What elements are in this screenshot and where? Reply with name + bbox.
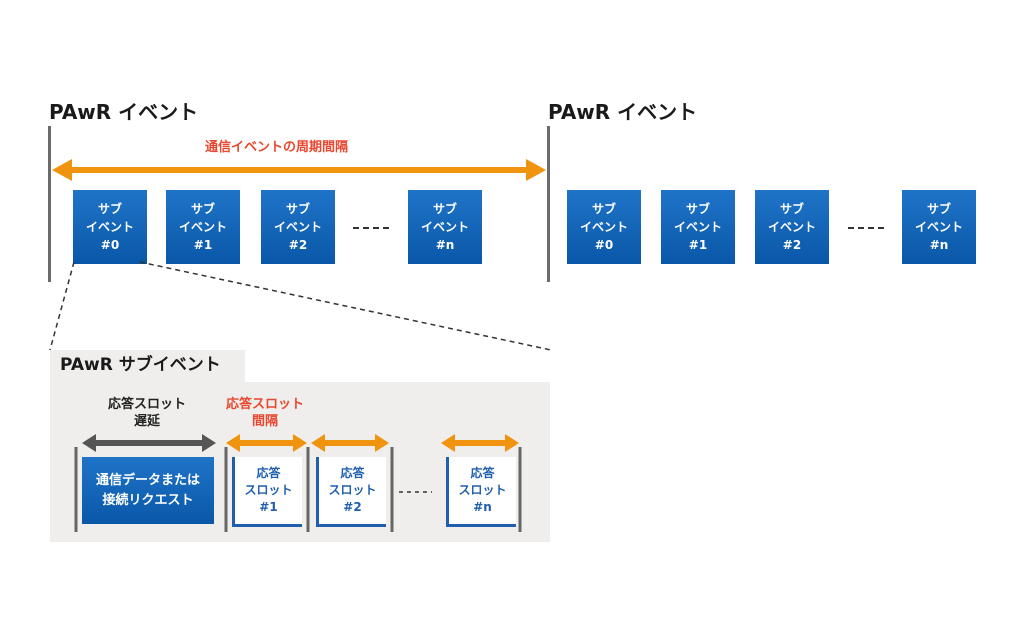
subevent-label: サブ <box>685 202 710 216</box>
subevent-box: サブ イベント #2 <box>755 190 829 264</box>
subevent-box: サブ イベント #0 <box>567 190 641 264</box>
subevent-number: #1 <box>193 238 213 252</box>
slot-number: #1 <box>259 500 278 514</box>
subevent-number: #0 <box>100 238 120 252</box>
subevent-label: イベント <box>914 220 963 234</box>
request-label: 接続リクエスト <box>102 492 194 508</box>
subevent-label: イベント <box>273 220 322 234</box>
subevent-number: #0 <box>594 238 614 252</box>
slot-label: 応答 <box>256 466 281 480</box>
subevent-label: イベント <box>579 220 628 234</box>
response-slot-box: 応答 スロット #n <box>446 457 516 527</box>
event-boundary-2 <box>547 126 550 282</box>
subevent-box: サブ イベント #1 <box>166 190 240 264</box>
subevent-label: サブ <box>591 202 616 216</box>
slot-number: #2 <box>343 500 362 514</box>
subevent-box: サブ イベント #2 <box>261 190 335 264</box>
slot-interval-arrow-1 <box>226 434 307 452</box>
request-data-box: 通信データまたは 接続リクエスト <box>82 457 214 524</box>
subevent-number: #n <box>929 238 949 252</box>
subevent-label: イベント <box>178 220 227 234</box>
event-boundary-1 <box>48 126 51 282</box>
slot-label: スロット <box>328 483 377 497</box>
slot-label: 応答 <box>470 466 495 480</box>
request-label: 通信データまたは <box>95 472 200 488</box>
slot-interval-arrow-n <box>441 434 519 452</box>
slot-number: #n <box>473 500 492 514</box>
subevent-box: サブ イベント #1 <box>661 190 735 264</box>
subevent-box: サブ イベント #0 <box>73 190 147 264</box>
subevent-panel-title: PAwR サブイベント <box>50 350 245 382</box>
response-slot-interval-label: 応答スロット 間隔 <box>225 397 304 429</box>
slot-label: 応答 <box>340 466 365 480</box>
response-slot-box: 応答 スロット #1 <box>232 457 302 527</box>
pawr-event-title-2: PAwR イベント <box>548 100 698 124</box>
subevent-box: サブ イベント #n <box>902 190 976 264</box>
delay-arrow <box>82 434 216 452</box>
subevent-label: イベント <box>673 220 722 234</box>
subevent-label: イベント <box>420 220 469 234</box>
subevent-number: #n <box>435 238 455 252</box>
pawr-event-title-1: PAwR イベント <box>49 100 199 124</box>
slot-interval-arrow-2 <box>311 434 389 452</box>
subevent-label: イベント <box>767 220 816 234</box>
subevent-number: #2 <box>782 238 802 252</box>
subevent-label: イベント <box>85 220 134 234</box>
subevent-label: サブ <box>97 202 122 216</box>
subevent-label: サブ <box>779 202 804 216</box>
slot-label: スロット <box>458 483 507 497</box>
subevent-label: サブ <box>432 202 457 216</box>
subevent-number: #1 <box>688 238 708 252</box>
subevent-label: サブ <box>926 202 951 216</box>
period-interval-arrow <box>52 159 546 181</box>
subevent-number: #2 <box>288 238 308 252</box>
response-slot-box: 応答 スロット #2 <box>316 457 386 527</box>
response-slot-delay-label: 応答スロット 遅延 <box>107 397 186 429</box>
ellipsis-dashes <box>848 227 884 229</box>
subevent-box: サブ イベント #n <box>408 190 482 264</box>
subevent-label: サブ <box>190 202 215 216</box>
ellipsis-dashes <box>353 227 389 229</box>
subevent-label: サブ <box>285 202 310 216</box>
slot-label: スロット <box>244 483 293 497</box>
period-interval-label: 通信イベントの周期間隔 <box>205 140 349 155</box>
